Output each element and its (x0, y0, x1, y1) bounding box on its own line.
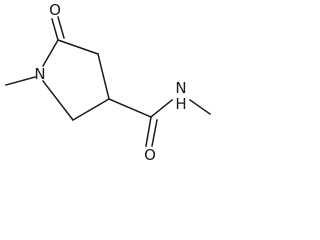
bond-c4-c5 (71, 97, 111, 122)
bond-c3-c4 (97, 53, 110, 100)
atom-amide-nitrogen: N (175, 79, 186, 97)
bond-c2-o-inner (57, 16, 65, 39)
atom-amide-hydrogen: H (175, 95, 186, 113)
bond-n1-methyl (5, 76, 36, 86)
bond-c2-o-outer (51, 18, 59, 41)
bond-n1-c2 (41, 38, 60, 68)
bond-c5-n1 (41, 79, 75, 122)
bond-c4-carboxamide (108, 98, 152, 118)
atom-ring-nitrogen: N (34, 65, 45, 83)
bond-c2-c3 (57, 39, 99, 55)
atom-ketone-oxygen: O (49, 1, 61, 19)
bond-amide-c-o-outer (145, 116, 152, 147)
bond-amide-c-n (149, 98, 174, 119)
bond-amide-c-o-inner (151, 119, 158, 147)
structure-diagram: O N N H O (5, 1, 212, 162)
atom-amide-oxygen: O (144, 146, 156, 162)
bond-nh-methyl (188, 98, 212, 116)
